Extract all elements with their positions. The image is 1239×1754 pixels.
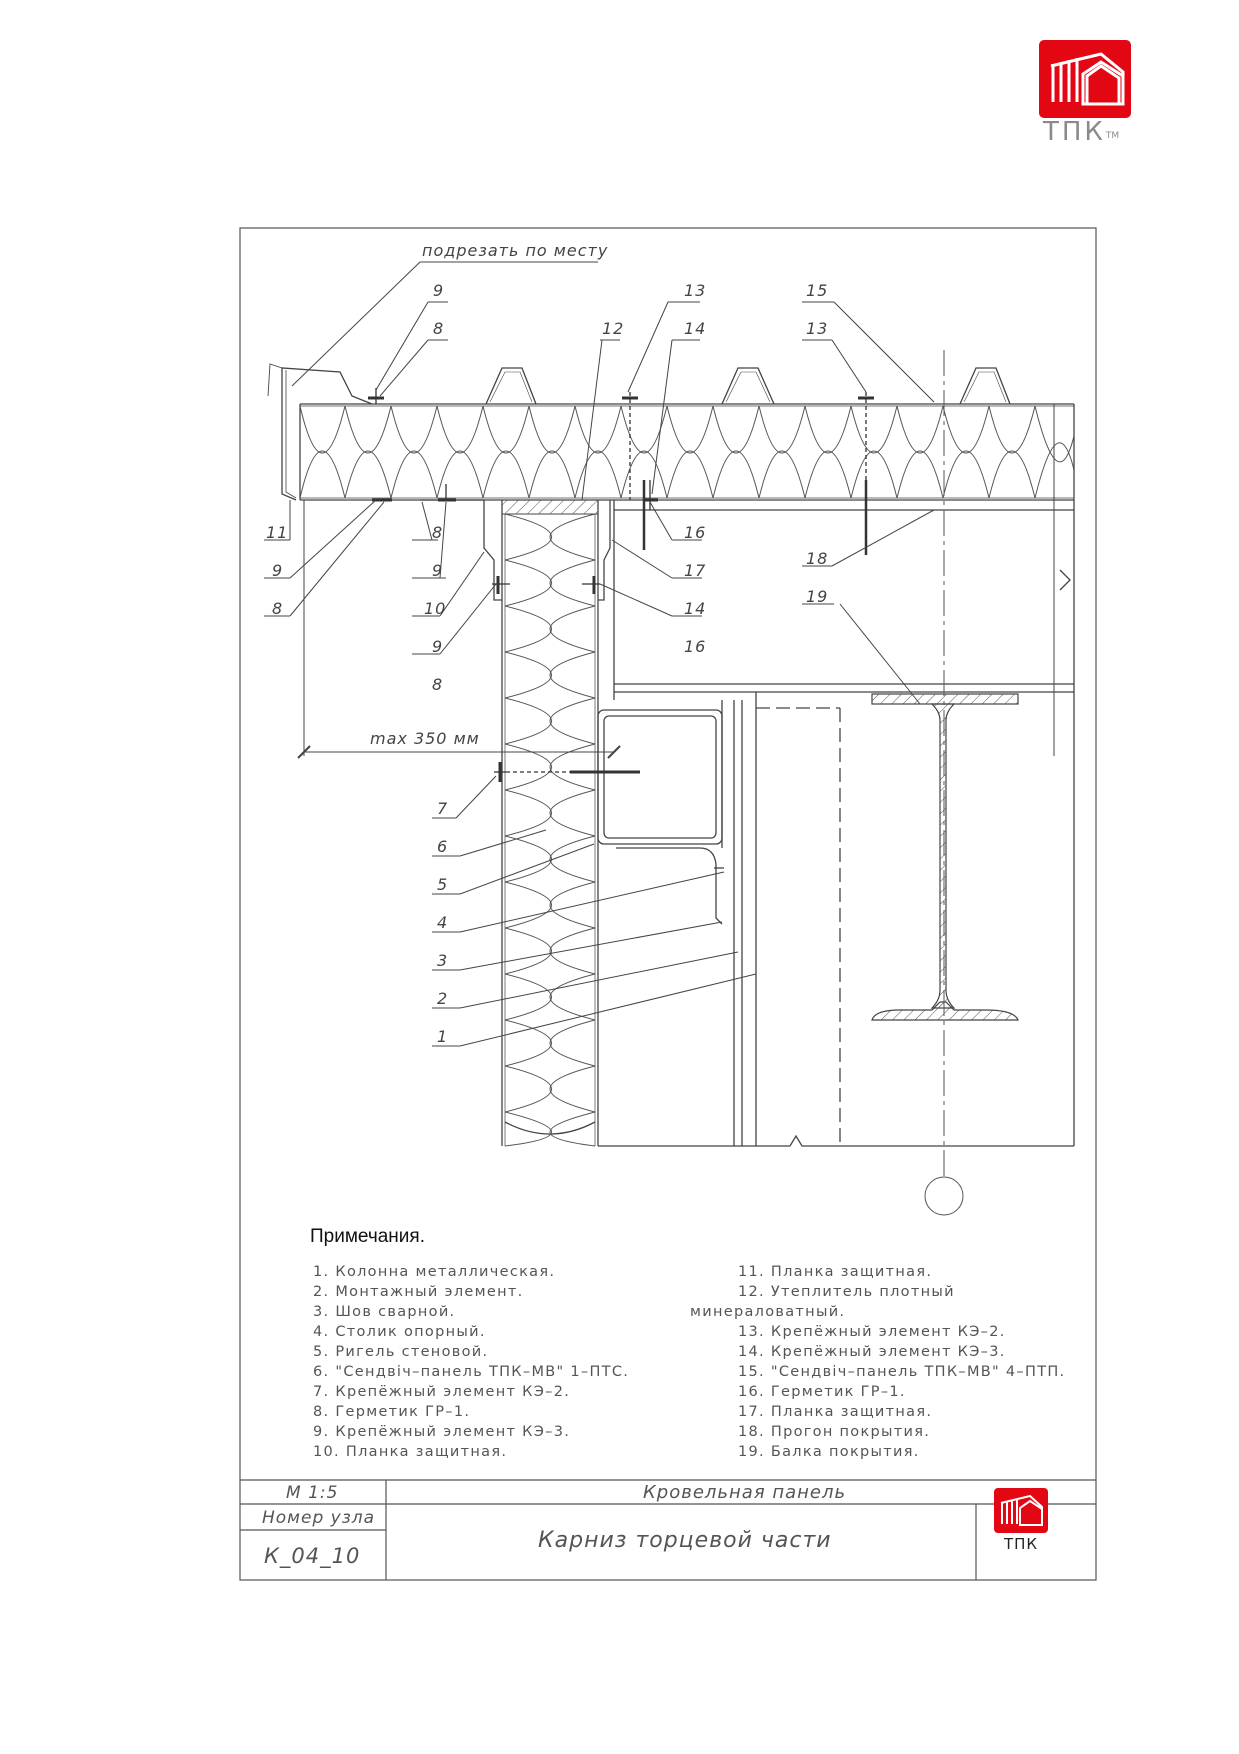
cut-note: подрезать по месту (422, 241, 609, 260)
notes-left: 1. Колонна металлическая. 2. Монтажный э… (313, 1262, 629, 1462)
roof-panel (267, 363, 1074, 501)
node-number: К_04_10 (264, 1544, 361, 1568)
note-item: 16. Герметик ГР–1. (738, 1384, 906, 1400)
note-item: 7. Крепёжный элемент КЭ–2. (313, 1384, 571, 1400)
roof-insulation (299, 405, 1075, 499)
callout-label: 17 (684, 561, 707, 580)
note-item: 17. Планка защитная. (738, 1404, 933, 1420)
wall-panel (501, 500, 599, 1146)
fasteners (368, 388, 874, 782)
callout-label: 15 (806, 281, 829, 300)
callout-label: 13 (684, 281, 707, 300)
note-item: 2. Монтажный элемент. (313, 1284, 524, 1300)
dimension-label: max 350 мм (370, 729, 480, 748)
callout-label: 9 (432, 561, 444, 580)
note-item: 11. Планка защитная. (738, 1264, 933, 1280)
sheet-frame (239, 227, 1097, 1581)
callout-label: 6 (437, 837, 449, 856)
category-label: Кровельная панель (643, 1482, 847, 1503)
protective-flashings (420, 499, 615, 688)
callout-label: 8 (272, 599, 284, 618)
note-item: 5. Ригель стеновой. (313, 1344, 489, 1360)
scale-label: М 1:5 (286, 1483, 339, 1503)
node-label: Номер узла (262, 1508, 376, 1528)
house-logo-icon (1039, 40, 1131, 118)
logo-text: ТПКTM (1043, 117, 1120, 147)
dimension-line (297, 404, 1055, 759)
callout-label: 11 (266, 523, 289, 542)
callout-label: 3 (437, 951, 449, 970)
callout-label: 9 (433, 281, 445, 300)
note-item: 12. Утеплитель плотный (738, 1284, 955, 1300)
notes-title: Примечания. (310, 1226, 425, 1247)
note-item: 6. "Сендвіч–панель ТПК–МВ" 1–ПТС. (313, 1364, 630, 1380)
callout-label: 18 (806, 549, 829, 568)
house-logo-icon (994, 1488, 1048, 1533)
note-item: 19. Балка покрытия. (738, 1444, 920, 1460)
note-item: 4. Столик опорный. (313, 1324, 486, 1340)
callout-label: 7 (437, 799, 449, 818)
note-item: 10. Планка защитная. (313, 1444, 508, 1460)
callout-label: 4 (437, 913, 449, 932)
note-item: 15. "Сендвіч–панель ТПК–МВ" 4–ПТП. (738, 1364, 1066, 1380)
callout-label: 10 (424, 599, 447, 618)
callout-label: 5 (437, 875, 449, 894)
title-block-logo: ТПК (994, 1488, 1048, 1553)
steel-structure (597, 404, 1075, 1147)
note-item: минераловатный. (690, 1304, 846, 1320)
dense-insulation-strip (501, 499, 599, 515)
callout-label: 13 (806, 319, 829, 338)
callout-label: 2 (437, 989, 449, 1008)
note-item: 18. Прогон покрытия. (738, 1424, 931, 1440)
notes-right: 11. Планка защитная. 12. Утеплитель плот… (690, 1262, 1065, 1462)
callout-label: 8 (432, 675, 444, 694)
drawing-title: Карниз торцевой части (538, 1528, 832, 1553)
callout-label: 19 (806, 587, 829, 606)
callout-label: 14 (684, 599, 707, 618)
wall-insulation (504, 513, 596, 1147)
callout-label: 8 (432, 523, 444, 542)
brand-logo: ТПКTM (1039, 40, 1145, 146)
callout-label: 16 (684, 637, 707, 656)
note-item: 13. Крепёжный элемент КЭ–2. (738, 1324, 1006, 1340)
note-item: 1. Колонна металлическая. (313, 1264, 556, 1280)
callout-label: 1 (437, 1027, 449, 1046)
note-item: 8. Герметик ГР–1. (313, 1404, 471, 1420)
i-beam (871, 693, 1019, 1021)
callout-label: 12 (602, 319, 625, 338)
leader-lines (264, 261, 935, 1047)
note-item: 14. Крепёжный элемент КЭ–3. (738, 1344, 1006, 1360)
note-item: 3. Шов сварной. (313, 1304, 456, 1320)
callout-label: 16 (684, 523, 707, 542)
callout-label: 14 (684, 319, 707, 338)
callout-label: 9 (272, 561, 284, 580)
title-block (240, 1479, 1096, 1580)
note-item: 9. Крепёжный элемент КЭ–3. (313, 1424, 571, 1440)
axis-line (924, 350, 964, 1216)
callout-label: 9 (432, 637, 444, 656)
small-logo-text: ТПК (1003, 1535, 1039, 1553)
callout-label: 8 (433, 319, 445, 338)
